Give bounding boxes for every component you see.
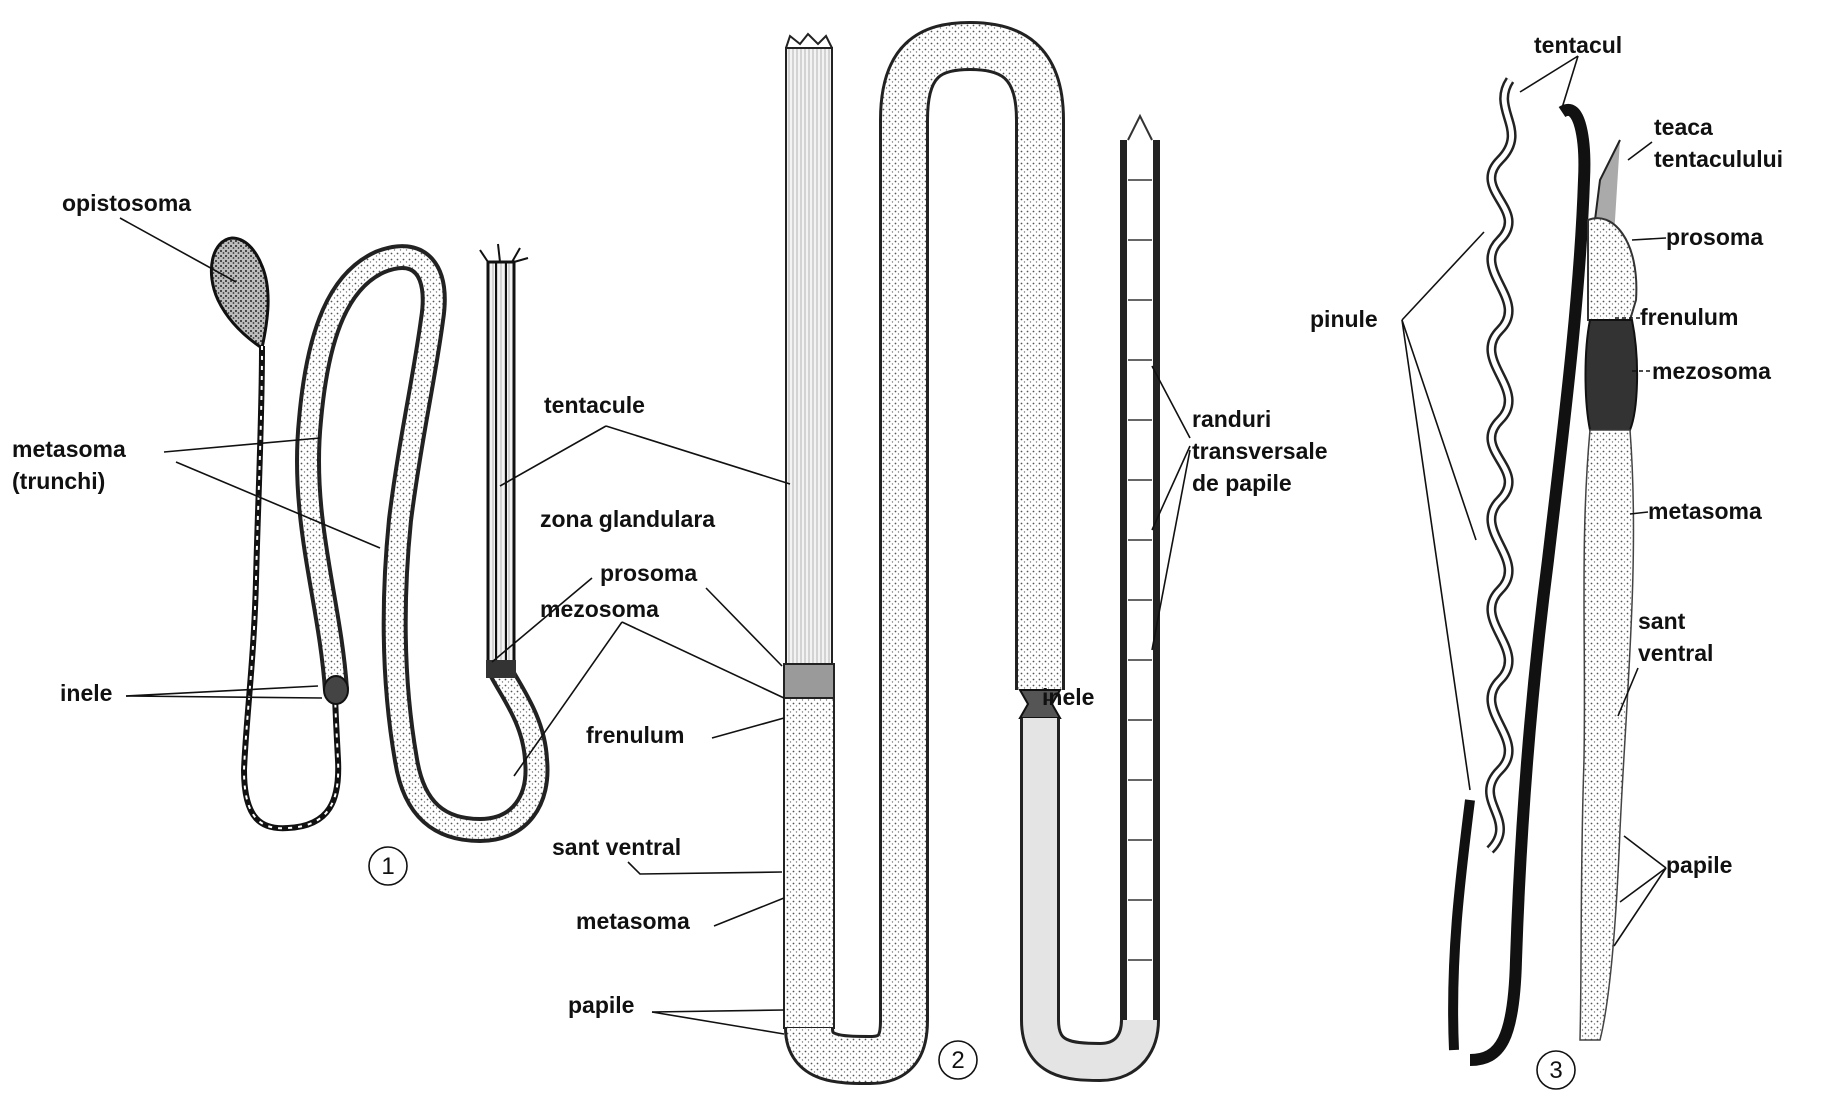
- figure-3-worm: [1448, 77, 1639, 1066]
- label-tentaculului: tentaculului: [1654, 146, 1784, 172]
- label-mezosoma-fig1: mezosoma: [540, 596, 659, 622]
- fig3-tentacle: [1469, 103, 1591, 1066]
- fig1-tentacle-column: [486, 260, 516, 672]
- label-de-papile: de papile: [1192, 470, 1292, 496]
- label-trunchi: (trunchi): [12, 468, 106, 494]
- label-ventral: ventral: [1638, 640, 1714, 666]
- label-papile-fig3: papile: [1666, 852, 1733, 878]
- label-mezosoma-fig3: mezosoma: [1652, 358, 1771, 384]
- label-prosoma-fig3: prosoma: [1666, 224, 1764, 250]
- fig1-thin-loop: [240, 345, 342, 832]
- label-randuri: randuri: [1192, 406, 1272, 432]
- label-papile-fig2: papile: [568, 992, 635, 1018]
- label-metasoma-fig1: metasoma: [12, 436, 126, 462]
- leader-lines: [119, 55, 1667, 1035]
- label-prosoma-fig1: prosoma: [600, 560, 698, 586]
- fig3-metasoma: [1579, 429, 1635, 1041]
- figure-number-1: 1: [381, 853, 394, 880]
- label-tentacule: tentacule: [544, 392, 645, 418]
- label-zona-glandulara: zona glandulara: [540, 506, 716, 532]
- label-inele-fig2: inele: [1042, 684, 1095, 710]
- label-opistosoma: opistosoma: [62, 190, 192, 216]
- figure-number-3: 3: [1549, 1057, 1562, 1084]
- fig2-papillae-rows: [1128, 179, 1152, 961]
- label-metasoma-fig3: metasoma: [1648, 498, 1762, 524]
- label-transversale: transversale: [1192, 438, 1328, 464]
- fig3-mezosoma: [1584, 319, 1639, 431]
- opistosoma-shape: [210, 236, 270, 351]
- fig1-ring: [323, 675, 349, 705]
- fig2-tentacle-column: [785, 47, 833, 669]
- fig3-prosoma: [1587, 217, 1638, 321]
- label-frenulum-fig3: frenulum: [1640, 304, 1739, 330]
- figure-numbers: 1 2 3: [368, 846, 1576, 1090]
- figure-2-worm: [783, 20, 1160, 1086]
- label-sant: sant: [1638, 608, 1686, 634]
- label-teaca: teaca: [1654, 114, 1713, 140]
- label-pinule: pinule: [1310, 306, 1378, 332]
- figure-1-worm: [210, 236, 550, 844]
- label-frenulum-fig2: frenulum: [586, 722, 685, 748]
- label-sant-ventral-fig2: sant ventral: [552, 834, 682, 860]
- label-metasoma-fig2: metasoma: [576, 908, 690, 934]
- label-inele-fig1: inele: [60, 680, 113, 706]
- label-tentacul: tentacul: [1534, 32, 1623, 58]
- figure-number-2: 2: [951, 1047, 964, 1074]
